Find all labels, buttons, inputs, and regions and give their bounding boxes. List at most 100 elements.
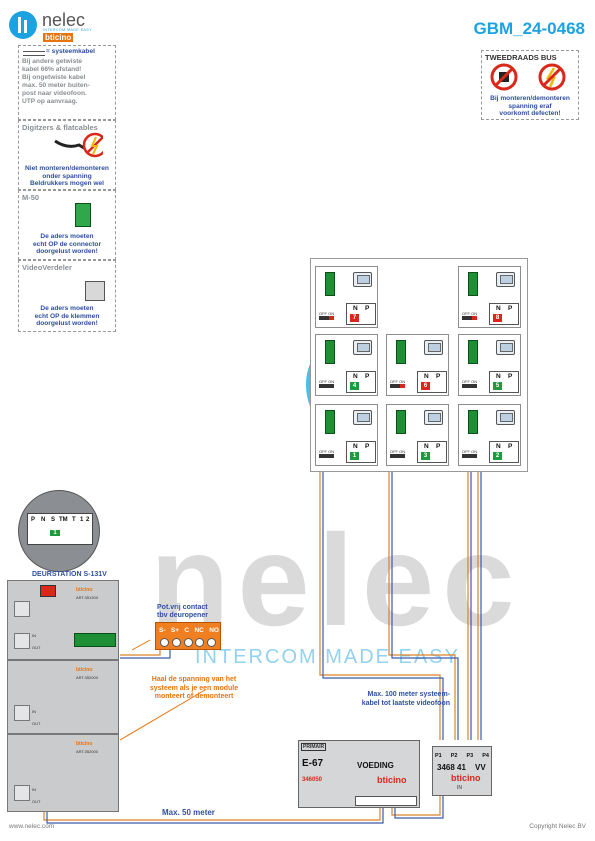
note-line: echt OP de connector xyxy=(32,240,102,248)
np-block: N P 4 xyxy=(346,371,376,393)
distributor-brand: bticino xyxy=(451,773,481,783)
connector-icon xyxy=(325,272,335,296)
p-label: P xyxy=(508,373,513,380)
note-line: echt OP de klemmen xyxy=(34,312,100,320)
footer-website[interactable]: www.nelec.com xyxy=(9,823,55,830)
monitor-unit[interactable]: OFF ON N P 4 xyxy=(315,334,378,396)
bus-wire xyxy=(43,805,381,821)
p-label: P xyxy=(436,373,441,380)
connector-icon xyxy=(325,340,335,364)
note-line: UTP op aanvraag. xyxy=(22,98,78,105)
note-line: voorkomt defecten! xyxy=(499,110,561,118)
module-brand: bticino xyxy=(76,667,93,673)
keypad-detail: P N S TM T 1 2 1 xyxy=(18,490,100,572)
connector-icon xyxy=(75,203,91,227)
no-plug-icon xyxy=(490,63,518,91)
power-code: 346050 xyxy=(302,777,323,783)
n-label: N xyxy=(496,373,501,380)
offon-switch[interactable] xyxy=(319,384,334,388)
offon-label: OFF ON xyxy=(462,449,478,454)
monitor-unit[interactable]: OFF ON N P 2 xyxy=(458,404,521,466)
warning-module: Haal de spanning van het systeem als je … xyxy=(124,676,264,702)
connector-icon xyxy=(396,410,406,434)
offon-switch[interactable] xyxy=(462,454,477,458)
monitor-unit[interactable]: OFF ON N P 7 xyxy=(315,266,378,328)
module-slot xyxy=(14,705,30,721)
connector-icon xyxy=(396,340,406,364)
monitor-number: 8 xyxy=(493,314,502,322)
monitor-icon xyxy=(424,410,443,425)
module-brand: bticino xyxy=(76,587,93,593)
module-art: ART.352000 xyxy=(76,749,98,754)
max-100-line: kabel tot laatste videofoon xyxy=(361,700,450,707)
n-label: N xyxy=(353,373,358,380)
monitor-icon xyxy=(496,272,515,287)
p-label: P xyxy=(508,443,513,450)
warning-line: systeem als je een module xyxy=(149,684,239,692)
module-brand: bticino xyxy=(76,741,93,747)
offon-switch[interactable] xyxy=(462,316,477,320)
p-label: P xyxy=(365,305,370,312)
offon-label: OFF ON xyxy=(319,379,335,384)
connector-icon xyxy=(468,410,478,434)
distributor-in: IN xyxy=(457,785,462,791)
flatcable-icon xyxy=(54,132,103,158)
note-m50: M-50 De aders moeten echt OP de connecto… xyxy=(18,190,116,260)
offon-label: OFF ON xyxy=(319,449,335,454)
offon-switch[interactable] xyxy=(390,454,405,458)
monitor-unit[interactable]: OFF ON N P 8 xyxy=(458,266,521,328)
monitor-icon xyxy=(496,410,515,425)
monitor-unit[interactable]: OFF ON N P 5 xyxy=(458,334,521,396)
note-title: VideoVerdeler xyxy=(22,263,72,272)
cable-icon xyxy=(23,51,45,56)
monitor-number: 7 xyxy=(350,314,359,322)
note-line: post naar videofoon. xyxy=(22,90,87,97)
n-label: N xyxy=(424,373,429,380)
in-label: IN xyxy=(32,787,36,792)
relay-terminal: C xyxy=(184,627,190,634)
note-line: De aders moeten xyxy=(40,233,94,240)
monitor-unit[interactable]: OFF ON N P 6 xyxy=(386,334,449,396)
monitor-icon xyxy=(353,272,372,287)
p-label: P xyxy=(365,373,370,380)
key-label: S xyxy=(51,517,56,523)
note-title: TWEEDRAADS BUS xyxy=(485,53,557,62)
camera-window xyxy=(40,585,56,597)
np-block: N P 8 xyxy=(489,303,519,325)
pointer-line xyxy=(131,639,151,651)
np-block: N P 7 xyxy=(346,303,376,325)
logo-text: nelec xyxy=(42,10,86,30)
relay-terminal: NC xyxy=(194,627,204,634)
doorstation-module: bticino ART.352000 IN OUT xyxy=(7,660,119,734)
logo-brand: bticino xyxy=(43,33,74,42)
doorstation-title: DEURSTATION S-131V xyxy=(32,571,107,578)
note-line: max. 50 meter buiten- xyxy=(22,82,90,89)
p-label: P xyxy=(508,305,513,312)
power-model: E-67 xyxy=(302,758,324,769)
module-art: ART.351300 xyxy=(76,595,98,600)
offon-switch[interactable] xyxy=(319,316,334,320)
monitor-unit[interactable]: OFF ON N P 3 xyxy=(386,404,449,466)
n-label: N xyxy=(424,443,429,450)
relay-screw-row xyxy=(160,638,216,647)
offon-switch[interactable] xyxy=(390,384,405,388)
port-label: P4 xyxy=(482,753,489,759)
connector-icon xyxy=(468,340,478,364)
port-label: P2 xyxy=(450,753,458,759)
module-slot xyxy=(14,601,30,617)
relay-title-2: tbv deuropener xyxy=(157,612,208,619)
doorstation-module: bticino ART.351300 IN OUT xyxy=(7,580,119,660)
np-block: N P 6 xyxy=(417,371,447,393)
port-label: P1 xyxy=(435,753,442,759)
splitter-icon xyxy=(85,281,105,301)
offon-switch[interactable] xyxy=(462,384,477,388)
relay-terminal: S+ xyxy=(170,627,180,634)
monitor-unit[interactable]: OFF ON N P 1 xyxy=(315,404,378,466)
logo-icon xyxy=(9,11,37,39)
warning-line: monteert of demonteert xyxy=(154,693,234,700)
monitor-icon xyxy=(353,410,372,425)
np-block: N P 2 xyxy=(489,441,519,463)
offon-switch[interactable] xyxy=(319,454,334,458)
logo: nelec INTERCOM MADE EASY bticino xyxy=(9,10,119,43)
keypad-panel: P N S TM T 1 2 1 xyxy=(27,513,93,545)
